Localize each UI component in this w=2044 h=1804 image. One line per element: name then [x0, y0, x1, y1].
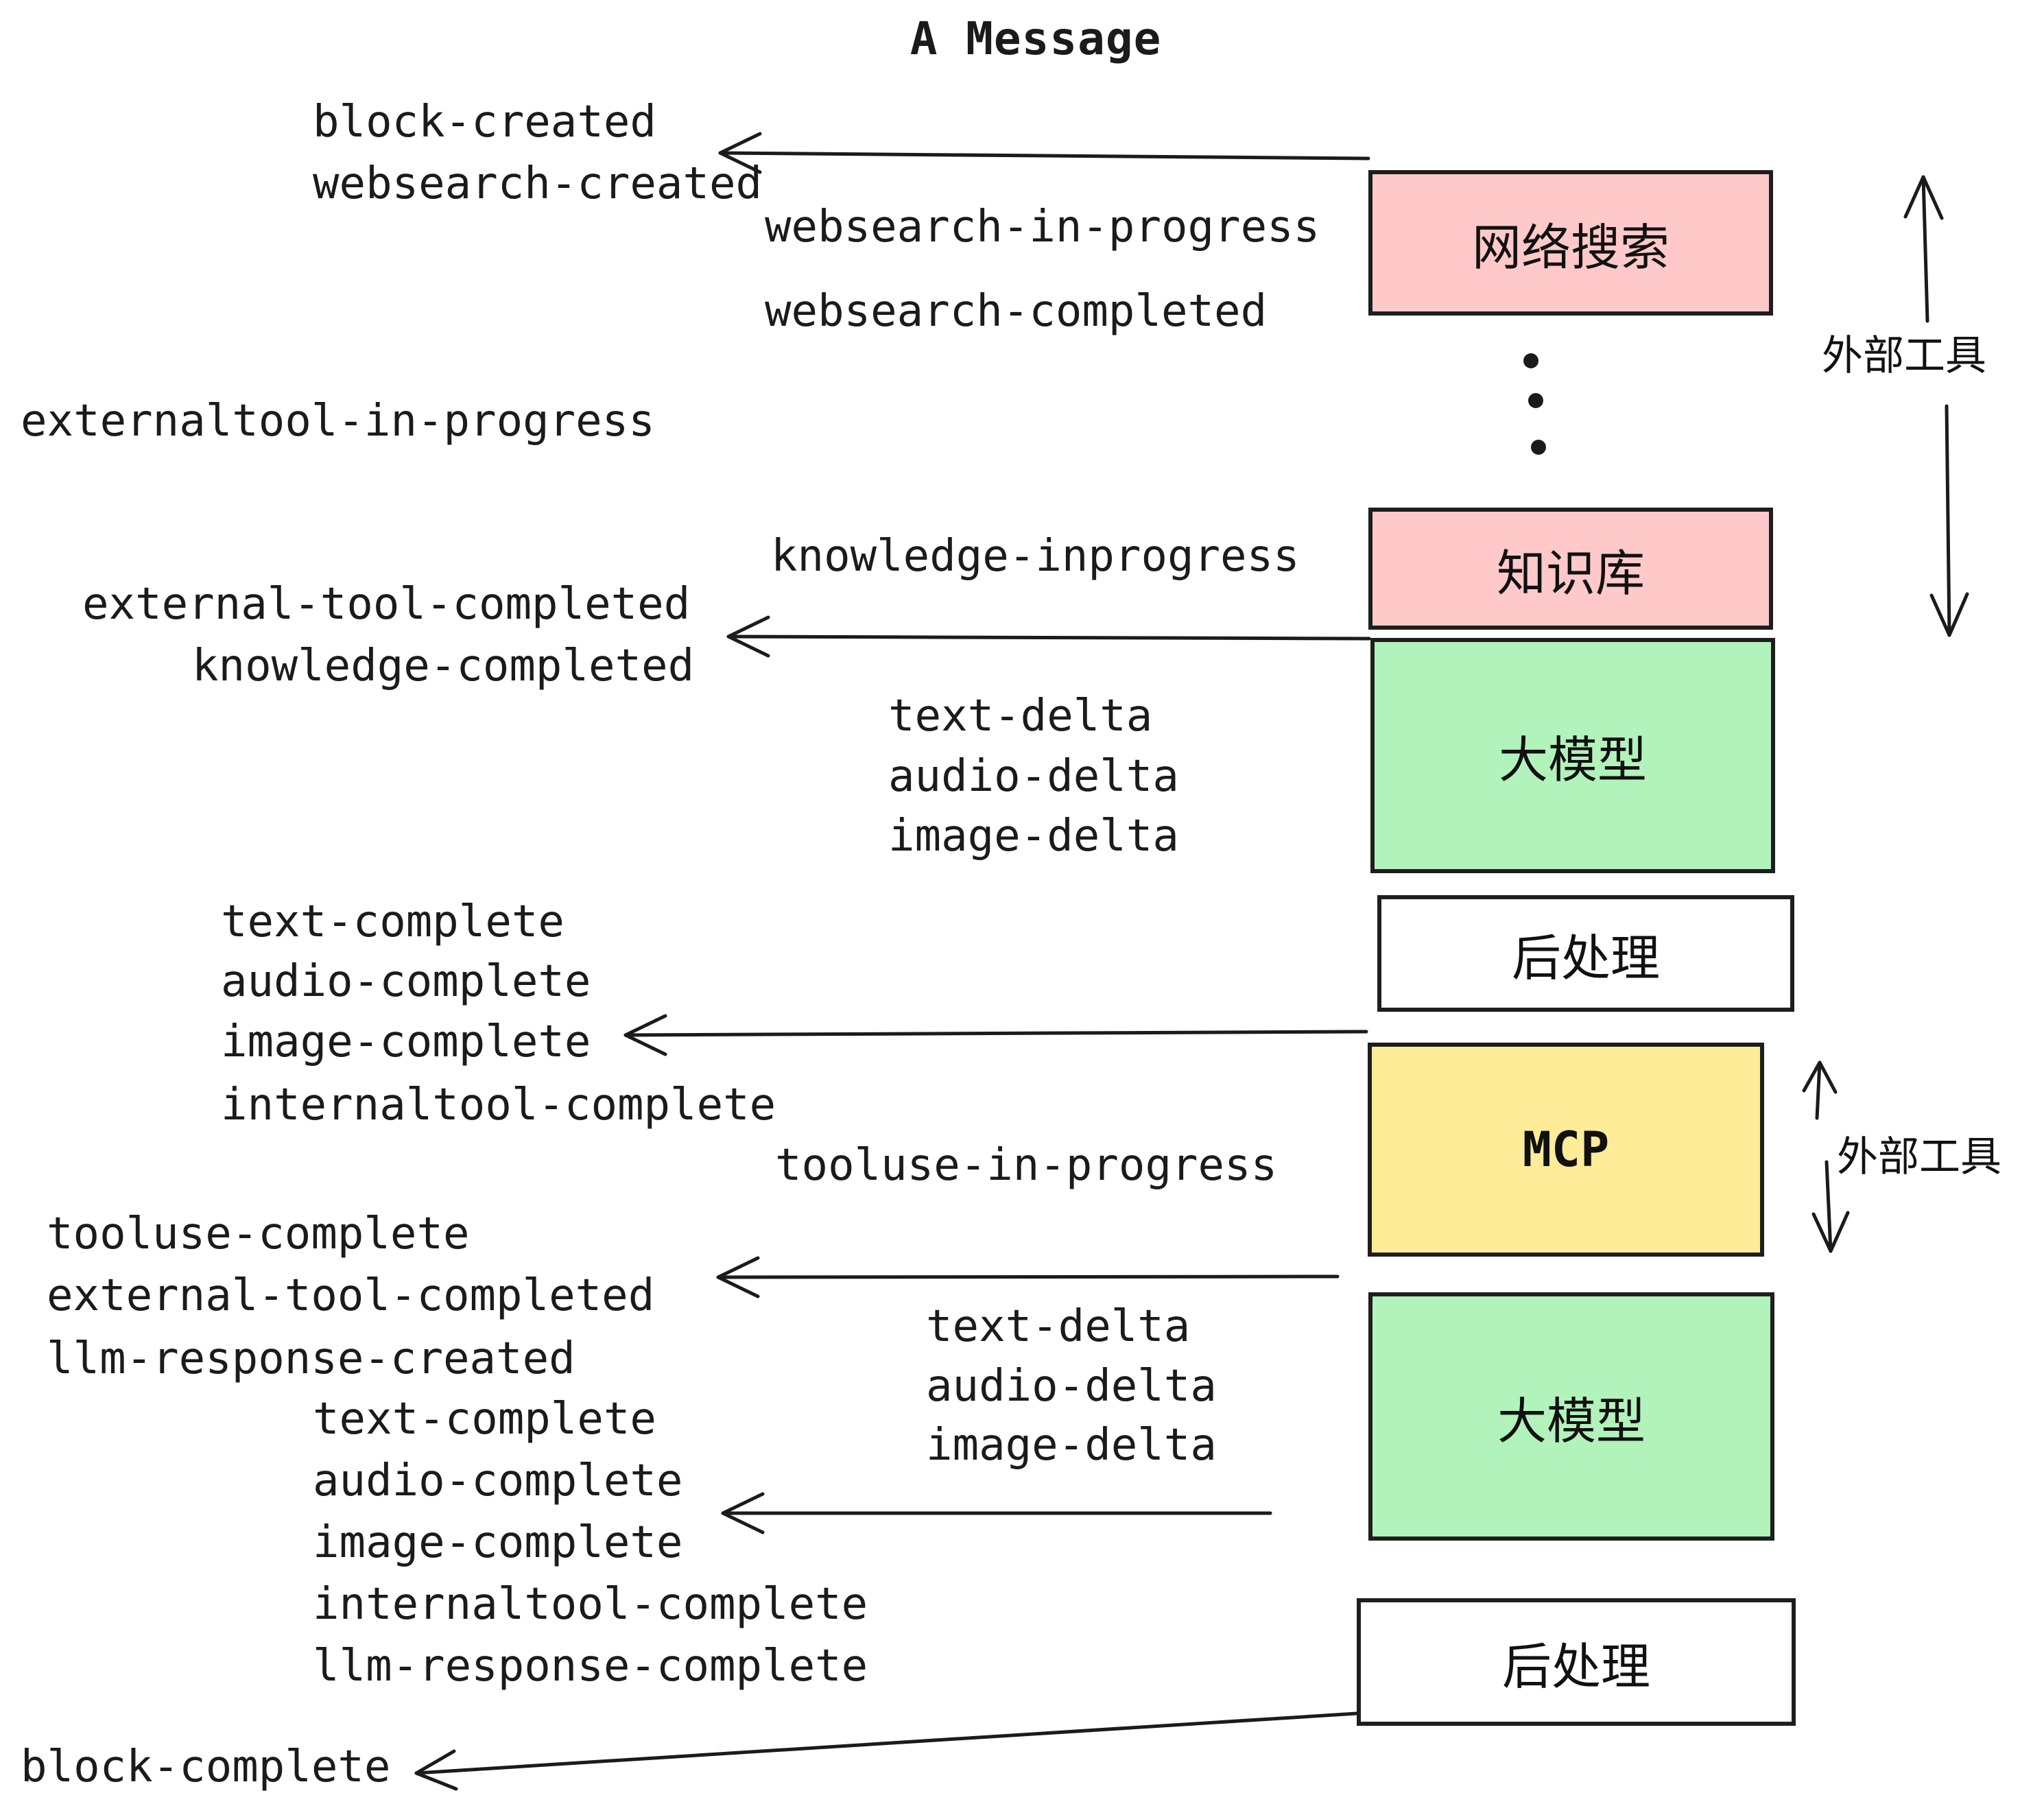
event-audio-complete-2: audio-complete — [313, 1456, 683, 1506]
arrow-websearch-created — [718, 132, 1370, 174]
event-websearch-in-progress: websearch-in-progress — [765, 202, 1320, 252]
event-text-delta-1: text-delta — [888, 691, 1153, 741]
node-websearch-label: 网络搜索 — [1471, 220, 1669, 276]
event-block-created: block-created — [313, 97, 656, 147]
node-mcp-label: MCP — [1522, 1121, 1610, 1178]
event-external-tool-completed-1: external-tool-completed — [82, 579, 691, 630]
event-tooluse-complete: tooluse-complete — [47, 1209, 470, 1259]
node-postprocess-2-label: 后处理 — [1501, 1639, 1650, 1695]
node-postprocess-1: 后处理 — [1377, 895, 1794, 1012]
event-audio-complete-1: audio-complete — [221, 956, 591, 1007]
event-text-complete-1: text-complete — [221, 897, 565, 947]
external-tools-upper-down-arrow — [1929, 404, 1969, 637]
event-tooluse-in-progress: tooluse-in-progress — [775, 1140, 1278, 1191]
node-llm-1: 大模型 — [1370, 638, 1775, 873]
event-externaltool-in-progress: externaltool-in-progress — [21, 396, 655, 447]
node-knowledge: 知识库 — [1368, 508, 1773, 630]
node-mcp: MCP — [1368, 1043, 1764, 1257]
event-image-complete-1: image-complete — [221, 1017, 591, 1067]
node-websearch: 网络搜索 — [1368, 170, 1773, 316]
event-websearch-completed: websearch-completed — [765, 286, 1268, 337]
node-llm-2-label: 大模型 — [1497, 1394, 1645, 1449]
arrow-internal-complete — [623, 1014, 1368, 1056]
node-knowledge-label: 知识库 — [1496, 546, 1645, 602]
arrow-knowledge-completed — [726, 615, 1371, 658]
event-internaltool-complete-2: internaltool-complete — [313, 1579, 868, 1630]
ellipsis-dots — [1523, 353, 1546, 455]
external-tools-upper-label: 外部工具 — [1822, 333, 1986, 379]
arrow-llm2-complete — [721, 1492, 1272, 1534]
external-tools-lower-up-arrow — [1802, 1060, 1838, 1120]
event-audio-delta-2: audio-delta — [926, 1361, 1217, 1412]
arrow-block-complete — [414, 1711, 1359, 1791]
event-llm-response-created: llm-response-created — [47, 1333, 575, 1384]
event-internaltool-complete-1: internaltool-complete — [221, 1080, 776, 1130]
event-image-delta-2: image-delta — [926, 1420, 1217, 1471]
node-llm-1-label: 大模型 — [1498, 733, 1647, 788]
event-knowledge-inprogress: knowledge-inprogress — [771, 531, 1300, 582]
arrow-tooluse-complete — [716, 1256, 1340, 1298]
event-llm-response-complete: llm-response-complete — [313, 1641, 868, 1692]
node-postprocess-1-label: 后处理 — [1511, 931, 1660, 986]
node-llm-2: 大模型 — [1368, 1292, 1774, 1541]
event-image-complete-2: image-complete — [313, 1517, 683, 1568]
event-text-delta-2: text-delta — [926, 1301, 1191, 1352]
external-tools-lower-label: 外部工具 — [1837, 1134, 2001, 1180]
event-external-tool-completed-2: external-tool-completed — [47, 1270, 655, 1321]
event-websearch-created: websearch-created — [313, 158, 763, 209]
node-postprocess-2: 后处理 — [1357, 1598, 1796, 1726]
event-block-complete: block-complete — [21, 1742, 391, 1792]
diagram-title: A Message — [910, 12, 1162, 65]
event-text-complete-2: text-complete — [313, 1394, 656, 1445]
external-tools-upper-up-arrow — [1903, 175, 1944, 323]
event-knowledge-completed: knowledge-completed — [192, 641, 695, 691]
event-audio-delta-1: audio-delta — [888, 751, 1179, 802]
event-image-delta-1: image-delta — [888, 811, 1179, 862]
